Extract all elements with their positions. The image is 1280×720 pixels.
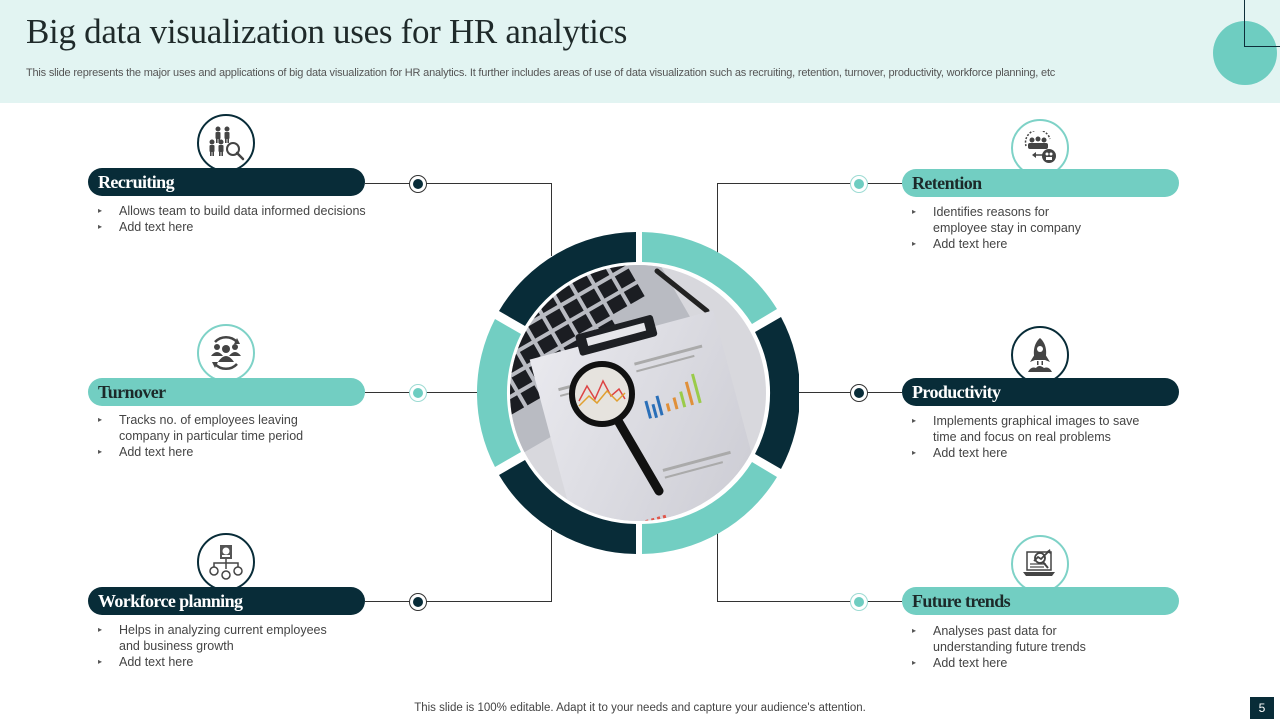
node-workforce-planning: [409, 593, 427, 611]
productivity-icon-badge: [1011, 326, 1069, 384]
retention-icon-badge: [1011, 119, 1069, 177]
connector-line: [717, 601, 902, 602]
ring-segment-right: [755, 317, 799, 469]
people-search-icon: [209, 126, 245, 161]
node-productivity: [850, 384, 868, 402]
connector-line: [717, 530, 718, 602]
node-turnover: [409, 384, 427, 402]
connector-line: [365, 601, 552, 602]
node-retention: [850, 175, 868, 193]
bullet-item: Implements graphical images to savetime …: [912, 413, 1139, 445]
page-subtitle: This slide represents the major uses and…: [26, 67, 1056, 79]
page-number: 5: [1250, 697, 1274, 719]
ring-segment-bottom-left: [499, 460, 636, 554]
turnover-icon-badge: [197, 324, 255, 382]
bullet-item: Add text here: [912, 655, 1086, 671]
workforce-planning-icon-badge: [197, 533, 255, 591]
header-band: Big data visualization uses for HR analy…: [0, 0, 1280, 103]
bullet-item: Add text here: [98, 654, 327, 670]
recruiting-title-pill: Recruiting: [88, 168, 365, 196]
decorative-circle: [1213, 21, 1277, 85]
rocket-icon: [1028, 338, 1052, 372]
bullet-item: Helps in analyzing current employeesand …: [98, 622, 327, 654]
future-trends-icon-badge: [1011, 535, 1069, 593]
connector-line: [551, 183, 552, 256]
ring-segment-top-left: [499, 232, 636, 326]
bullet-item: Add text here: [912, 236, 1081, 252]
node-future-trends: [850, 593, 868, 611]
productivity-title-pill: Productivity: [902, 378, 1179, 406]
bullet-item: Add text here: [98, 444, 303, 460]
connector-line: [365, 183, 552, 184]
bullet-item: Add text here: [98, 219, 366, 235]
productivity-bullets: Implements graphical images to savetime …: [912, 413, 1139, 461]
connector-line: [717, 183, 718, 256]
footer-note: This slide is 100% editable. Adapt it to…: [414, 702, 866, 714]
center-ring-graphic: [477, 232, 799, 554]
decorative-frame: [1244, 0, 1280, 47]
recruiting-bullets: Allows team to build data informed decis…: [98, 203, 366, 235]
org-chart-icon: [209, 545, 243, 580]
people-cycle-icon: [211, 335, 241, 371]
turnover-title-pill: Turnover: [88, 378, 365, 406]
team-retention-icon: [1024, 131, 1056, 163]
ring-segment-left: [477, 319, 521, 467]
workforce-planning-bullets: Helps in analyzing current employeesand …: [98, 622, 327, 670]
ring-segment-top-right: [642, 232, 777, 324]
laptop-trend-icon: [1023, 549, 1055, 576]
connector-line: [551, 530, 552, 602]
workforce-planning-title-pill: Workforce planning: [88, 587, 365, 615]
ring-segment-bottom-right: [642, 462, 777, 554]
retention-title-pill: Retention: [902, 169, 1179, 197]
page-title: Big data visualization uses for HR analy…: [26, 12, 628, 51]
recruiting-icon-badge: [197, 114, 255, 172]
future-trends-title-pill: Future trends: [902, 587, 1179, 615]
bullet-item: Add text here: [912, 445, 1139, 461]
node-recruiting: [409, 175, 427, 193]
bullet-item: Allows team to build data informed decis…: [98, 203, 366, 219]
connector-line: [717, 183, 902, 184]
